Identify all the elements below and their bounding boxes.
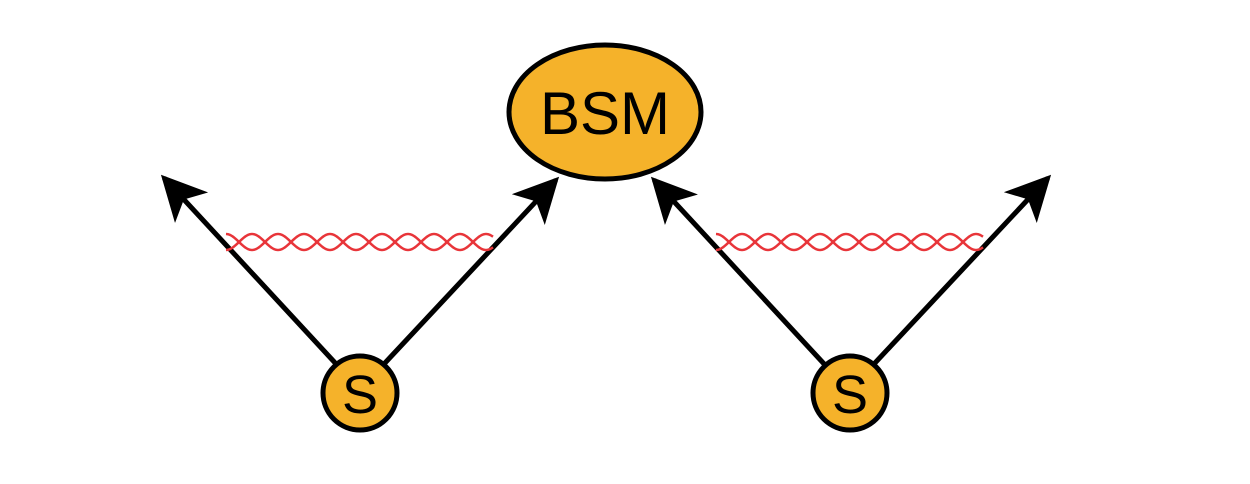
left-outer-arrow: [160, 174, 340, 368]
right-inner-arrow: [650, 176, 828, 368]
left-inner-arrow: [382, 176, 560, 366]
bsm-label: BSM: [540, 80, 670, 147]
source-node-right: S: [810, 353, 890, 433]
right-photon-wave-b: [715, 232, 984, 252]
right-photon-wave-a: [715, 232, 984, 252]
left-photon-wave-a: [225, 232, 494, 252]
bsm-node: BSM: [506, 42, 704, 182]
source-node-left: S: [320, 353, 400, 433]
source-label: S: [342, 365, 378, 425]
right-outer-arrow: [872, 174, 1052, 366]
left-photon-wave-b: [225, 232, 494, 252]
source-label: S: [832, 365, 868, 425]
